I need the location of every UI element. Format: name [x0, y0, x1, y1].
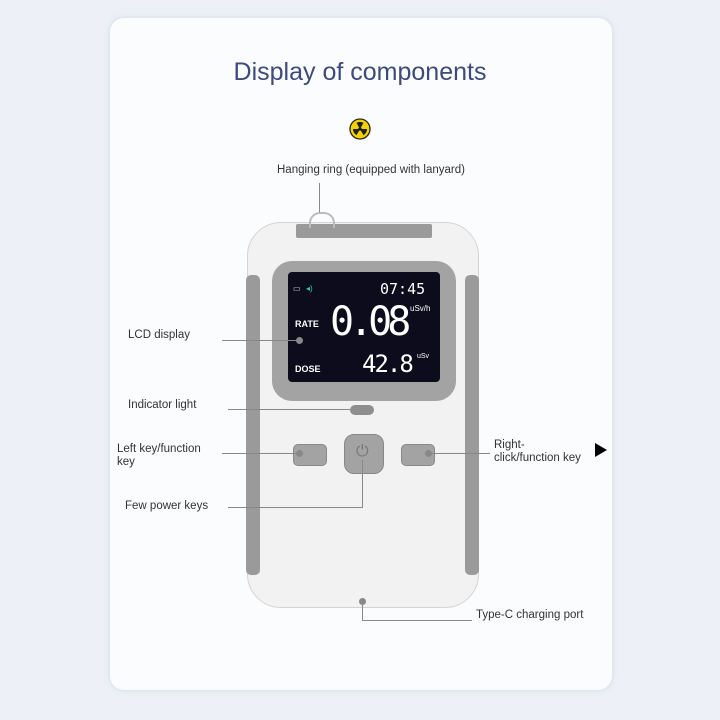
label-left-key: Left key/function key — [117, 443, 201, 468]
rate-label: RATE — [295, 319, 319, 329]
hanging-ring — [309, 212, 335, 228]
right-key[interactable] — [401, 444, 435, 466]
battery-icon: ▭ — [293, 284, 301, 293]
radiation-icon — [349, 118, 371, 140]
sound-icon: ◂) — [306, 284, 313, 293]
lcd-time: 07:45 — [380, 280, 426, 298]
right-grip — [465, 275, 479, 575]
left-key[interactable] — [293, 444, 327, 466]
power-icon: ⏻ — [356, 443, 369, 460]
dose-unit: uSv — [417, 353, 430, 360]
label-power: Few power keys — [125, 500, 209, 512]
label-typec: Type-C charging port — [476, 609, 584, 621]
label-indicator: Indicator light — [128, 399, 197, 411]
power-key[interactable]: ⏻ — [344, 434, 384, 474]
rate-unit: uSv/h — [410, 304, 431, 313]
label-hanging-ring: Hanging ring (equipped with lanyard) — [277, 164, 465, 176]
label-right-key: Right-click/function key — [494, 439, 581, 464]
label-lcd: LCD display — [128, 329, 190, 341]
play-arrow-icon[interactable] — [595, 443, 607, 457]
rate-value: 0.08 — [330, 299, 411, 345]
page-title: Display of components — [233, 58, 487, 86]
indicator-light — [350, 405, 374, 415]
left-grip — [246, 275, 260, 575]
dose-value: 42.8 — [362, 350, 414, 378]
lcd-screen: ▭ ◂) 07:45 RATE 0.08 uSv/h DOSE 42.8 uSv — [288, 272, 440, 382]
dose-label: DOSE — [295, 364, 321, 374]
